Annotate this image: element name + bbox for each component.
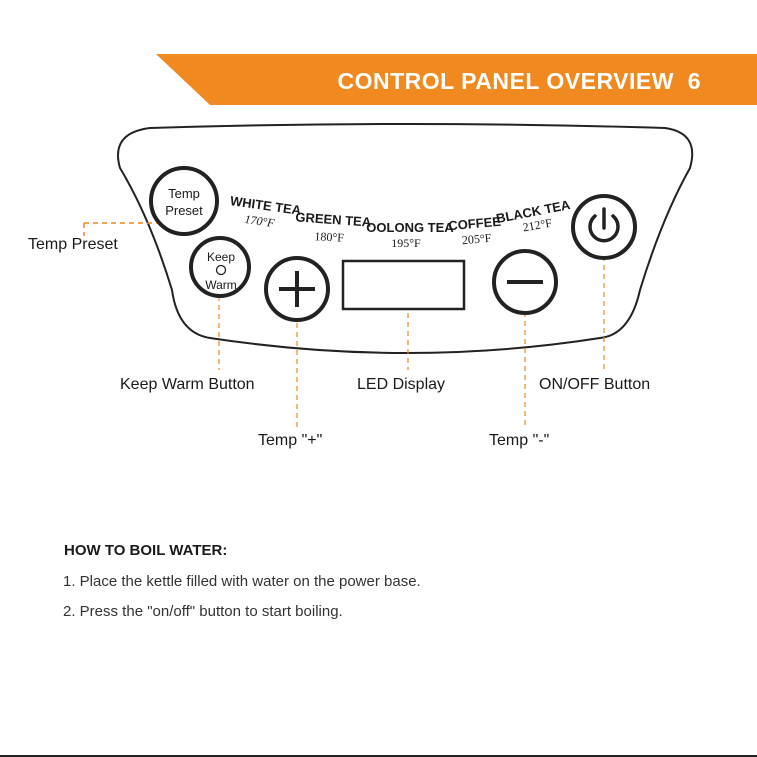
callout-temp-preset: Temp Preset bbox=[28, 236, 118, 253]
instruction-step-1: 1. Place the kettle filled with water on… bbox=[63, 573, 421, 590]
temp-preset-button[interactable]: Temp Preset bbox=[149, 166, 219, 236]
preset-temp-green-tea: 180°F bbox=[314, 229, 344, 245]
power-icon bbox=[588, 207, 620, 243]
keep-warm-button[interactable]: Keep Warm bbox=[189, 236, 251, 298]
title-text: CONTROL PANEL OVERVIEW bbox=[337, 68, 674, 94]
temp-minus-button[interactable] bbox=[492, 249, 558, 315]
instructions-title: HOW TO BOIL WATER: bbox=[64, 542, 228, 559]
callout-keep-warm: Keep Warm Button bbox=[120, 376, 255, 393]
temp-preset-line1: Temp bbox=[168, 186, 200, 201]
temp-preset-line2: Preset bbox=[165, 203, 203, 218]
plus-icon bbox=[279, 271, 315, 307]
temp-plus-button[interactable] bbox=[264, 256, 330, 322]
on-off-button[interactable] bbox=[571, 194, 637, 260]
preset-temp-black-tea: 212°F bbox=[522, 216, 554, 235]
callout-led-display: LED Display bbox=[357, 376, 446, 393]
page-title: CONTROL PANEL OVERVIEW 6 bbox=[337, 68, 701, 95]
callout-temp-minus: Temp "-" bbox=[489, 432, 550, 449]
preset-name-coffee: COFFEE bbox=[448, 214, 502, 234]
led-display bbox=[341, 259, 466, 311]
control-panel-diagram: Temp Preset Keep Warm WHITE TEA GREEN TE… bbox=[83, 123, 694, 428]
keep-warm-line1: Keep bbox=[207, 250, 235, 264]
preset-temp-white-tea: 170°F bbox=[244, 212, 276, 230]
preset-name-oolong-tea: OOLONG TEA bbox=[366, 220, 454, 235]
instruction-step-2: 2. Press the "on/off" button to start bo… bbox=[63, 603, 343, 620]
page-number: 6 bbox=[687, 68, 701, 94]
callout-temp-plus: Temp "+" bbox=[258, 432, 323, 449]
preset-temp-coffee: 205°F bbox=[461, 231, 492, 248]
preset-temp-oolong-tea: 195°F bbox=[391, 236, 421, 250]
header-banner: CONTROL PANEL OVERVIEW 6 bbox=[156, 54, 757, 105]
callout-on-off: ON/OFF Button bbox=[539, 376, 651, 393]
footer-divider bbox=[0, 755, 757, 757]
keep-warm-line2: Warm bbox=[205, 278, 237, 292]
keep-warm-indicator-icon bbox=[215, 264, 227, 276]
preset-name-green-tea: GREEN TEA bbox=[295, 209, 372, 229]
